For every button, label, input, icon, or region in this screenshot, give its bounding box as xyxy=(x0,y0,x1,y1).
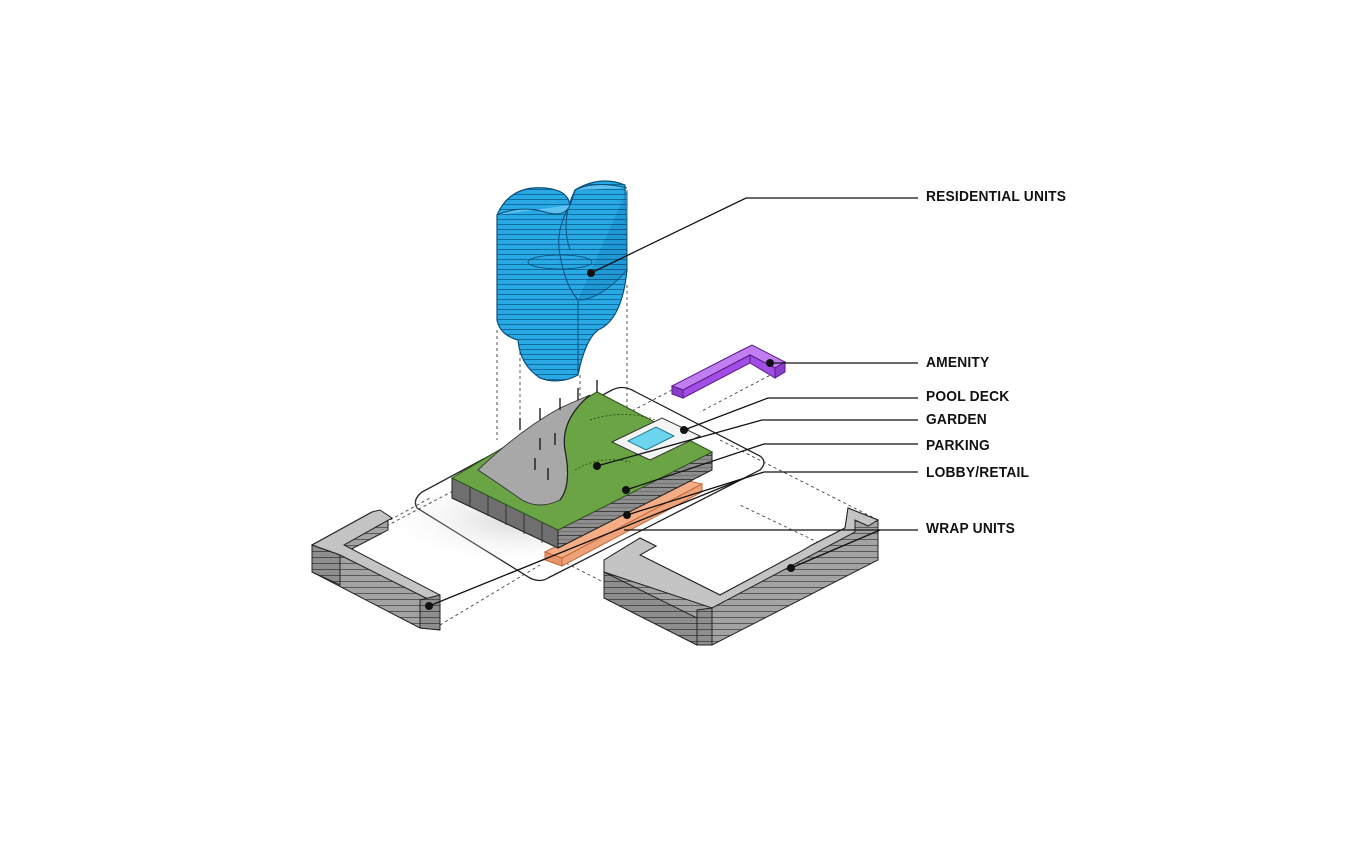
dot-pool-deck xyxy=(680,426,688,434)
wrap-units-left xyxy=(310,509,441,631)
lobby-retail-block xyxy=(543,479,704,567)
label-parking: PARKING xyxy=(926,437,990,454)
dot-amenity xyxy=(766,359,774,367)
dot-garden xyxy=(593,462,601,470)
amenity-block xyxy=(670,344,787,399)
dot-wrap-right xyxy=(787,564,795,572)
dot-parking xyxy=(622,486,630,494)
label-residential-units: RESIDENTIAL UNITS xyxy=(926,188,1067,205)
leader-lines xyxy=(428,197,918,607)
dot-lobby-retail xyxy=(623,511,631,519)
residential-tower xyxy=(496,180,628,382)
label-amenity: AMENITY xyxy=(926,354,990,371)
label-garden: GARDEN xyxy=(926,411,987,428)
pool-deck xyxy=(610,417,702,461)
dot-residential xyxy=(587,269,595,277)
label-lobby-retail: LOBBY/RETAIL xyxy=(926,464,1030,481)
wrap-units-right xyxy=(603,507,880,646)
label-wrap-units: WRAP UNITS xyxy=(926,520,1015,537)
dot-wrap-left xyxy=(425,602,433,610)
leader-dots xyxy=(425,269,795,610)
label-pool-deck: POOL DECK xyxy=(926,388,1010,405)
